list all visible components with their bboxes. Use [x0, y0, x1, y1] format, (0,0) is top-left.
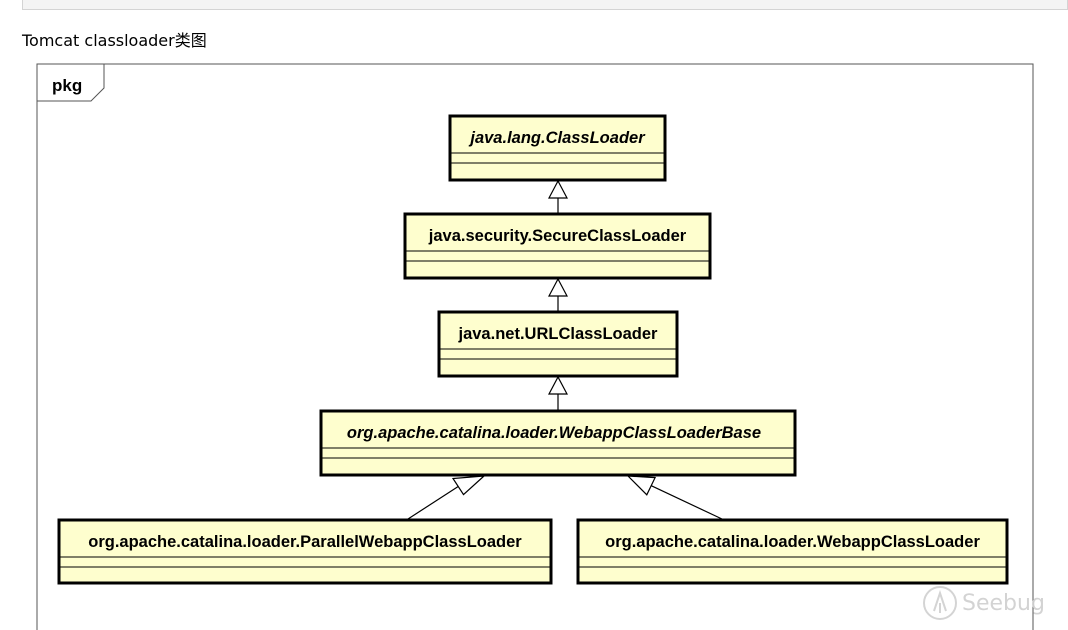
class-box-webapp-classloader-base: org.apache.catalina.loader.WebappClassLo… [319, 409, 797, 477]
class-name: org.apache.catalina.loader.ParallelWebap… [88, 533, 522, 551]
edge-webapp-to-base [626, 475, 723, 520]
class-name: org.apache.catalina.loader.WebappClassLo… [347, 424, 761, 442]
edge-url-to-secure [548, 277, 568, 312]
class-name: java.lang.ClassLoader [468, 129, 646, 147]
class-name: java.net.URLClassLoader [458, 325, 659, 343]
diagram-caption: Tomcat classloader类图 [22, 31, 207, 50]
package-label: pkg [52, 76, 82, 95]
class-name: java.security.SecureClassLoader [428, 227, 687, 245]
class-name: org.apache.catalina.loader.WebappClassLo… [605, 533, 980, 551]
class-box-parallel-webapp-classloader: org.apache.catalina.loader.ParallelWebap… [57, 518, 553, 585]
class-box-secure-classloader: java.security.SecureClassLoader [403, 212, 712, 280]
package-frame: pkg [36, 63, 1034, 630]
class-box-java-lang-classloader: java.lang.ClassLoader [448, 114, 667, 182]
class-box-url-classloader: java.net.URLClassLoader [437, 310, 679, 378]
seebug-logo-icon [923, 586, 957, 620]
edge-secure-to-classloader [548, 179, 568, 214]
edge-base-to-url [548, 375, 568, 411]
class-box-webapp-classloader: org.apache.catalina.loader.WebappClassLo… [576, 518, 1009, 585]
seebug-watermark: Seebug [923, 586, 1045, 620]
generalization-edges [407, 179, 723, 520]
watermark-text: Seebug [962, 591, 1045, 616]
edge-parallel-to-base [407, 475, 486, 520]
